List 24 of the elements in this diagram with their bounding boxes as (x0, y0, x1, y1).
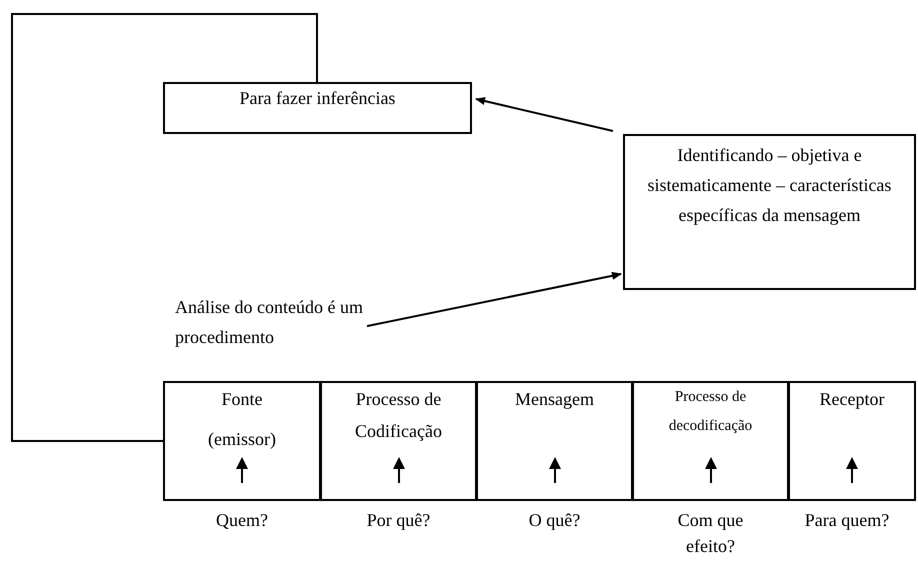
annotation-text: Análise do conteúdo é um procedimento (175, 296, 364, 349)
node-text: (emissor) (207, 428, 277, 451)
table-cell (476, 381, 633, 501)
node-text: Para fazer inferências (238, 87, 396, 110)
arrow (475, 97, 614, 132)
question-label: Para quem? (804, 509, 890, 532)
question-label: Quem? (215, 509, 269, 532)
node-text: Mensagem (514, 388, 595, 411)
question-label: Com que efeito? (676, 509, 744, 558)
node-text: Receptor (818, 388, 886, 411)
table-cell (632, 381, 789, 501)
question-label: O quê? (528, 509, 582, 532)
table-cell (320, 381, 477, 501)
connector-line (11, 13, 318, 442)
table-cell (788, 381, 916, 501)
node-text: Fonte (220, 388, 264, 411)
text-box (163, 82, 472, 134)
question-label: Por quê? (366, 509, 432, 532)
text-box (623, 134, 916, 290)
node-text: Processo de Codificação (354, 388, 443, 443)
node-text: Processo de decodificação (668, 388, 754, 436)
arrow (366, 272, 622, 328)
table-cell (163, 381, 321, 501)
node-text: Identificando – objetiva e sistematicamente – características específicas da mensagem (646, 144, 892, 227)
